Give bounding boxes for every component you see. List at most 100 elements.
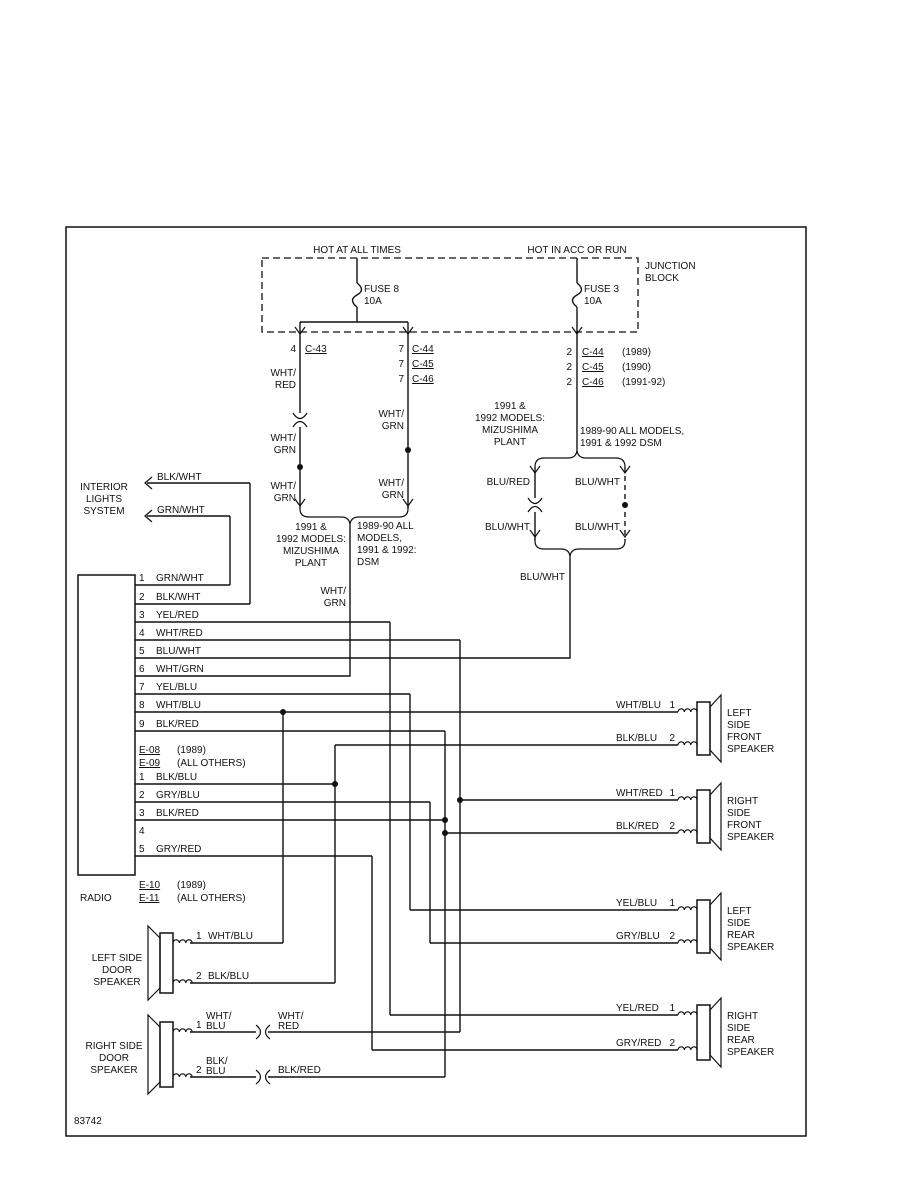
radio-pin: 2 — [139, 592, 145, 603]
connector-year: (1991-92) — [622, 377, 665, 388]
interior-lights-label: LIGHTS — [86, 494, 122, 505]
speaker-pin: 1 — [196, 931, 202, 942]
speaker-pin: 2 — [669, 931, 675, 942]
wire-label: BLK/BLU — [156, 772, 197, 783]
speaker-name: DOOR — [102, 965, 132, 976]
arrow-left-icon — [144, 476, 153, 523]
speaker-name: REAR — [727, 1035, 755, 1046]
inline-connector-icon — [255, 1024, 271, 1085]
junction-block-box — [261, 257, 639, 333]
speaker-pin: 1 — [669, 700, 675, 711]
speaker-pin: 1 — [669, 1003, 675, 1014]
wire-label: BLK/BLU — [208, 971, 249, 982]
radio-connector-name: E-09 — [139, 758, 161, 769]
power-feed-wires — [135, 258, 626, 677]
wire-label: YEL/RED — [616, 1003, 659, 1014]
blk-red-wire — [135, 730, 678, 1078]
join-brace-right — [534, 540, 626, 559]
wire-label: WHT/ — [270, 433, 296, 444]
interior-lights-label: SYSTEM — [83, 506, 124, 517]
speaker-name: SPEAKER — [93, 977, 140, 988]
left-rear-speaker-icon — [677, 891, 722, 962]
speaker-name: FRONT — [727, 820, 761, 831]
connector-name: C-45 — [582, 362, 604, 373]
wire-label: WHT/BLU — [616, 700, 661, 711]
radio-pin: 9 — [139, 719, 145, 730]
note-dsm: 1989-90 ALL MODELS, — [580, 426, 684, 437]
wire-label: YEL/RED — [156, 610, 199, 621]
wire-label: WHT/ — [378, 478, 404, 489]
wire-label: GRY/BLU — [156, 790, 200, 801]
radio-pin: 2 — [139, 790, 145, 801]
wire-label: WHT/RED — [156, 628, 203, 639]
speaker-name: RIGHT SIDE — [85, 1041, 142, 1052]
speaker-symbols — [147, 693, 722, 1096]
wire-label: BLU — [206, 1021, 225, 1032]
radio-pin: 5 — [139, 646, 145, 657]
speaker-name: FRONT — [727, 732, 761, 743]
wire-label: WHT/RED — [616, 788, 663, 799]
radio-pin: 3 — [139, 610, 145, 621]
note-dsm: 1989-90 ALL — [357, 521, 414, 532]
note-mizushima: 1991 & — [494, 401, 526, 412]
radio-pin: 4 — [139, 628, 145, 639]
wire-label: BLU/WHT — [575, 522, 620, 533]
wire-label: BLU — [206, 1066, 225, 1077]
wire-label: YEL/BLU — [616, 898, 657, 909]
hot-at-all-times-label: HOT AT ALL TIMES — [313, 245, 401, 256]
split-brace-right — [534, 448, 626, 468]
note-dsm: DSM — [357, 557, 379, 568]
speaker-pin: 2 — [669, 821, 675, 832]
speaker-name: SIDE — [727, 720, 751, 731]
speaker-pin: 1 — [669, 788, 675, 799]
speaker-name: LEFT — [727, 906, 751, 917]
blk-blu-wire — [135, 744, 678, 984]
connector-name: C-45 — [412, 359, 434, 370]
junction-block-label: BLOCK — [645, 273, 679, 284]
wire-label: GRN — [382, 421, 404, 432]
radio-pin: 5 — [139, 844, 145, 855]
wire-label: BLK/ — [206, 1056, 228, 1067]
splice-dots — [280, 447, 628, 836]
wire-label: WHT/BLU — [156, 700, 201, 711]
radio-pin: 8 — [139, 700, 145, 711]
wire-label: BLU/RED — [487, 477, 530, 488]
yel-red-wire — [135, 621, 678, 1016]
speaker-name: RIGHT — [727, 796, 758, 807]
connector-name: C-46 — [582, 377, 604, 388]
note-mizushima: 1991 & — [295, 522, 327, 533]
wire-label: GRY/RED — [156, 844, 201, 855]
connector-pin: 2 — [566, 347, 572, 358]
wire-label: BLK/RED — [616, 821, 659, 832]
fuse-8-name: FUSE 8 — [364, 284, 399, 295]
note-dsm: 1991 & 1992: — [357, 545, 417, 556]
speaker-name: LEFT SIDE — [92, 953, 143, 964]
radio-connector-name: E-10 — [139, 880, 161, 891]
speaker-pin: 2 — [669, 1038, 675, 1049]
speaker-name: SPEAKER — [727, 744, 774, 755]
speaker-pin: 1 — [196, 1020, 202, 1031]
interior-lights-wires — [135, 476, 251, 605]
connector-year: (1989) — [622, 347, 651, 358]
speaker-wires — [135, 621, 678, 1078]
speaker-name: SPEAKER — [727, 832, 774, 843]
connector-pin: 7 — [398, 374, 404, 385]
wht-red-wire — [135, 639, 678, 1033]
speaker-name: SIDE — [727, 918, 751, 929]
note-mizushima: 1992 MODELS: — [475, 413, 545, 424]
radio-connector-note: (1989) — [177, 745, 206, 756]
connector-pin: 2 — [566, 362, 572, 373]
speaker-name: SIDE — [727, 808, 751, 819]
wire-label: BLU/WHT — [520, 572, 565, 583]
speaker-pin: 1 — [669, 898, 675, 909]
wire-label: GRN — [274, 445, 296, 456]
left-front-speaker-icon — [677, 693, 722, 764]
wire-label: BLK/RED — [156, 808, 199, 819]
radio-connector-note: (ALL OTHERS) — [177, 758, 246, 769]
wire-label: GRN — [324, 598, 346, 609]
speaker-pin: 2 — [196, 1065, 202, 1076]
wire-label: RED — [275, 380, 296, 391]
note-dsm: MODELS, — [357, 533, 402, 544]
radio-label: RADIO — [80, 893, 112, 904]
right-door-speaker-icon — [147, 1013, 193, 1096]
